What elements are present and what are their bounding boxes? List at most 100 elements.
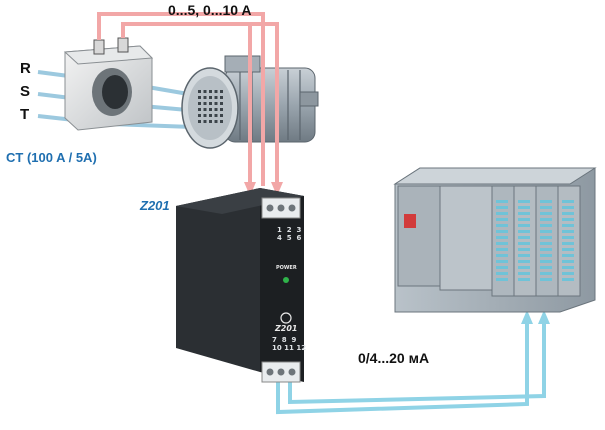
plc-module-led bbox=[540, 266, 552, 269]
top-terminal-numbers: 1 2 3 4 5 6 bbox=[277, 226, 302, 242]
ct-label: CT (100 A / 5A) bbox=[6, 150, 97, 165]
plc-module-led bbox=[496, 278, 508, 281]
plc-module-led bbox=[518, 200, 530, 203]
plc-module-led bbox=[496, 218, 508, 221]
plc-module-led bbox=[496, 236, 508, 239]
plc-module-led bbox=[562, 278, 574, 281]
motor-grill-hole bbox=[220, 96, 223, 99]
plc-module-led bbox=[518, 218, 530, 221]
motor-grill-hole bbox=[203, 96, 207, 99]
motor-grill-hole bbox=[214, 120, 218, 123]
plc-module-led bbox=[496, 248, 508, 251]
plc-module-led bbox=[518, 212, 530, 215]
plc-module-led bbox=[518, 278, 530, 281]
plc-module-led bbox=[496, 224, 508, 227]
current-transformer-icon bbox=[63, 37, 154, 131]
plc-module-led bbox=[518, 266, 530, 269]
plc-module-led bbox=[562, 254, 574, 257]
plc-module-led bbox=[540, 200, 552, 203]
motor-grill-hole bbox=[209, 90, 212, 93]
motor-grill-hole bbox=[203, 90, 207, 93]
motor-grill-hole bbox=[198, 96, 201, 99]
motor-grill-hole bbox=[209, 108, 212, 111]
motor-grill-hole bbox=[220, 90, 223, 93]
plc-module-led bbox=[496, 272, 508, 275]
plc-module-led bbox=[518, 272, 530, 275]
motor-grill-hole bbox=[220, 102, 223, 105]
current-loop-wires bbox=[97, 12, 279, 186]
motor-grill-hole bbox=[209, 102, 212, 105]
motor-grill-hole bbox=[203, 114, 207, 117]
plc-module-led bbox=[540, 272, 552, 275]
plc-module-led bbox=[496, 266, 508, 269]
plc-module-led bbox=[540, 248, 552, 251]
plc-module-led bbox=[562, 230, 574, 233]
plc-module-led bbox=[518, 260, 530, 263]
plc-module-led bbox=[562, 260, 574, 263]
output-range-label: 0/4...20 мA bbox=[358, 350, 430, 366]
plc-module-led bbox=[496, 230, 508, 233]
signal-converter-icon bbox=[176, 188, 304, 383]
motor-grill-hole bbox=[203, 120, 207, 123]
plc-module-led bbox=[496, 254, 508, 257]
motor-grill-hole bbox=[214, 114, 218, 117]
plc-module-led bbox=[518, 230, 530, 233]
device-face-model: Z201 bbox=[275, 324, 298, 333]
signal-output-arrows bbox=[521, 310, 550, 324]
motor-grill-hole bbox=[220, 114, 223, 117]
motor-grill-hole bbox=[198, 102, 201, 105]
plc-module-led bbox=[496, 242, 508, 245]
power-label: POWER bbox=[276, 265, 297, 271]
plc-module-led bbox=[562, 218, 574, 221]
plc-module-led bbox=[540, 254, 552, 257]
plc-module-led bbox=[518, 206, 530, 209]
plc-module-led bbox=[540, 206, 552, 209]
plc-module-led bbox=[496, 212, 508, 215]
plc-module-led bbox=[496, 260, 508, 263]
plc-module-led bbox=[496, 200, 508, 203]
motor-grill-hole bbox=[203, 102, 207, 105]
plc-module-led bbox=[518, 236, 530, 239]
motor-grill-hole bbox=[214, 108, 218, 111]
motor-grill-hole bbox=[214, 90, 218, 93]
plc-module-led bbox=[562, 212, 574, 215]
device-model-label: Z201 bbox=[140, 198, 170, 213]
current-range-label: 0...5, 0...10 A bbox=[168, 2, 252, 18]
phase-label-r: R bbox=[20, 60, 31, 77]
plc-module-led bbox=[562, 224, 574, 227]
plc-module-led bbox=[562, 248, 574, 251]
plc-module-led bbox=[562, 236, 574, 239]
plc-module-led bbox=[562, 242, 574, 245]
plc-module-led bbox=[562, 206, 574, 209]
plc-rack-icon bbox=[393, 167, 597, 313]
plc-module-led bbox=[496, 206, 508, 209]
plc-module-led bbox=[518, 242, 530, 245]
plc-module-led bbox=[562, 266, 574, 269]
phase-label-s: S bbox=[20, 83, 31, 100]
plc-module-led bbox=[540, 218, 552, 221]
motor-grill-hole bbox=[214, 96, 218, 99]
plc-module-led bbox=[540, 242, 552, 245]
signal-output-wires bbox=[276, 320, 546, 415]
plc-module-led bbox=[562, 200, 574, 203]
motor-grill-hole bbox=[203, 108, 207, 111]
plc-module-led bbox=[518, 248, 530, 251]
motor-grill-hole bbox=[220, 108, 223, 111]
plc-module-led bbox=[540, 260, 552, 263]
bottom-terminal-numbers: 7 8 9 10 11 12 bbox=[272, 336, 307, 352]
motor-grill-hole bbox=[214, 102, 218, 105]
current-loop-arrows bbox=[244, 182, 283, 196]
motor-grill-hole bbox=[198, 120, 201, 123]
motor-grill-hole bbox=[198, 108, 201, 111]
motor-grill-hole bbox=[209, 114, 212, 117]
plc-module-led bbox=[562, 272, 574, 275]
plc-module-led bbox=[540, 212, 552, 215]
motor-grill-hole bbox=[209, 96, 212, 99]
motor-grill-hole bbox=[198, 114, 201, 117]
plc-module-led bbox=[540, 230, 552, 233]
plc-module-led bbox=[518, 254, 530, 257]
plc-module-led bbox=[540, 224, 552, 227]
plc-module-led bbox=[540, 236, 552, 239]
motor-grill-hole bbox=[220, 120, 223, 123]
